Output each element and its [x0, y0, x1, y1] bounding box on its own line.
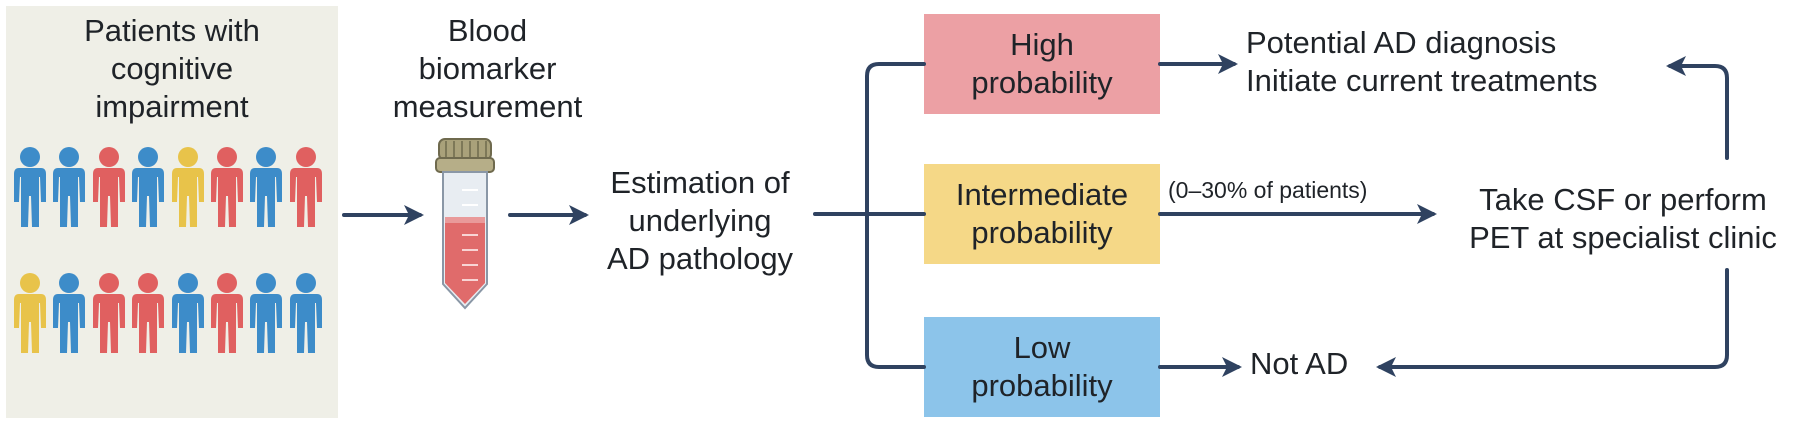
arrow-specialist-up: [1666, 56, 1729, 160]
specialist-clinic-outcome: Take CSF or perform PET at specialist cl…: [1446, 181, 1800, 257]
low-probability-box: Low probability: [924, 317, 1160, 417]
patient-figure-icon: [172, 273, 204, 353]
intermediate-percentage-note: (0–30% of patients): [1168, 177, 1368, 203]
patient-figures: [14, 147, 322, 353]
estimation-label: Estimation of underlying AD pathology: [585, 164, 815, 278]
patient-figure-icon: [14, 273, 46, 353]
patient-figure-icon: [14, 147, 46, 227]
arrow-specialist-down: [1376, 268, 1729, 377]
potential-ad-outcome: Potential AD diagnosis Initiate current …: [1246, 24, 1598, 100]
blood-tube-icon: [435, 138, 495, 310]
estimation-line-3: AD pathology: [606, 241, 794, 276]
blood-title-line-2: biomarker: [418, 51, 557, 86]
potential-ad-line-2: Initiate current treatments: [1246, 63, 1598, 98]
patient-figure-icon: [93, 147, 125, 227]
patient-figure-icon: [172, 147, 204, 227]
estimation-line-1: Estimation of: [610, 165, 790, 200]
not-ad-outcome: Not AD: [1250, 346, 1349, 381]
estimation-line-2: underlying: [628, 203, 772, 238]
patient-figure-icon: [53, 147, 85, 227]
intermediate-probability-box: Intermediate probability: [924, 164, 1160, 264]
panel-title-line-3: impairment: [95, 89, 249, 124]
blood-biomarker-title: Blood biomarker measurement: [390, 12, 585, 126]
patient-figure-icon: [290, 273, 322, 353]
potential-ad-line-1: Potential AD diagnosis: [1246, 25, 1557, 60]
low-probability-label: Low probability: [971, 330, 1113, 403]
blood-title-line-3: measurement: [392, 89, 583, 124]
patient-figure-icon: [132, 147, 164, 227]
patient-figure-icon: [93, 273, 125, 353]
blood-title-line-1: Blood: [447, 13, 528, 48]
patient-figure-icon: [250, 147, 282, 227]
high-probability-label: High probability: [971, 27, 1113, 100]
panel-title-line-2: cognitive: [110, 51, 234, 86]
branch-bracket: [865, 62, 926, 369]
patient-figure-icon: [53, 273, 85, 353]
panel-title: Patients with cognitive impairment: [6, 12, 338, 126]
intermediate-probability-label: Intermediate probability: [955, 177, 1129, 250]
patient-figure-icon: [290, 147, 322, 227]
high-probability-box: High probability: [924, 14, 1160, 114]
panel-title-line-1: Patients with: [84, 13, 260, 48]
patient-figure-icon: [250, 273, 282, 353]
specialist-line-1: Take CSF or perform: [1479, 182, 1767, 217]
patient-figure-icon: [211, 273, 243, 353]
patient-figure-icon: [132, 273, 164, 353]
specialist-line-2: PET at specialist clinic: [1469, 220, 1777, 255]
patient-figure-icon: [211, 147, 243, 227]
